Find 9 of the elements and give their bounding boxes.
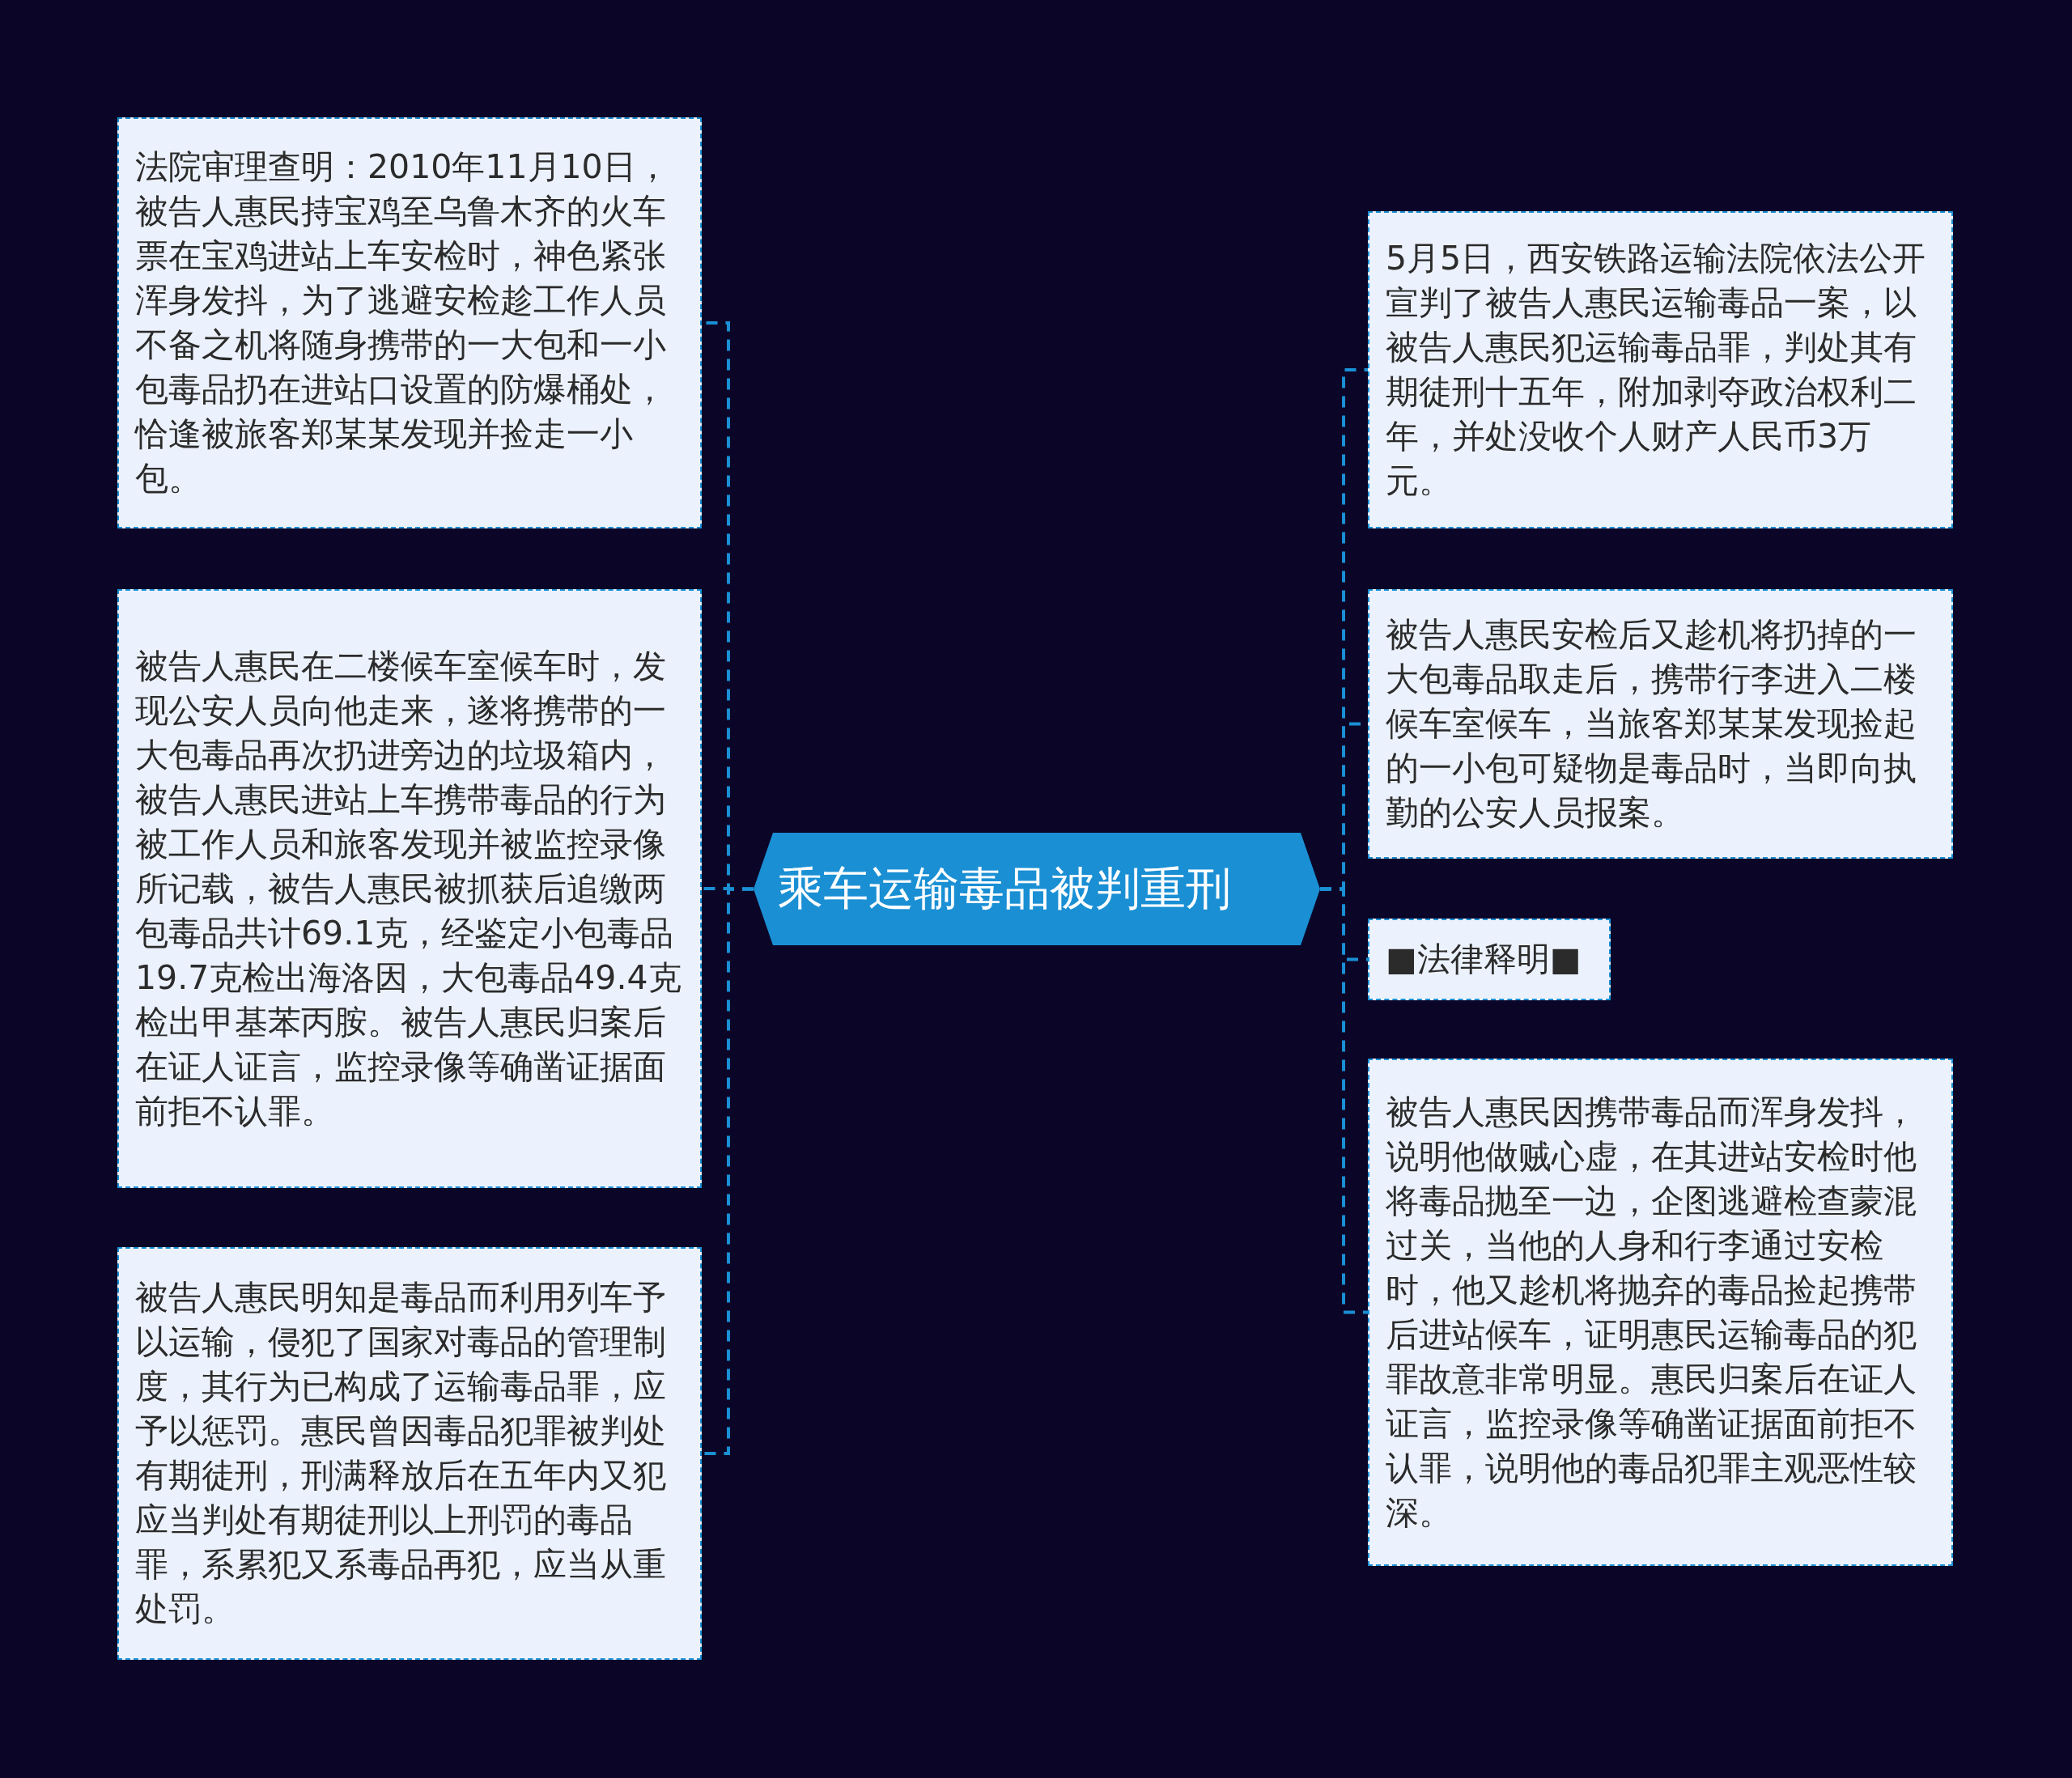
text-box: 5月5日，西安铁路运输法院依法公开宣判了被告人惠民运输毒品一案，以被告人惠民犯运输毒品罪，判处其有期徒刑十五年，附加剥夺政治权利二年，并处没收个人财产人民币3万元。 <box>1368 211 1953 528</box>
text-box: 被告人惠民因携带毒品而浑身发抖，说明他做贼心虚，在其进站安检时他将毒品抛至一边，企图逃避检查蒙混过关，当他的人身和行李通过安检时，他又趁机将抛弃的毒品捡起携带后进站候车，证明惠民运输毒品的犯罪故意非常明显。惠民归案后在证人证言，监控录像等确凿证据面前拒不认罪，说明他的毒品犯罪主观恶性较深。 <box>1368 1059 1953 1566</box>
text-box: ■法律释明■ <box>1368 919 1611 1000</box>
connector-line <box>1320 887 1368 1314</box>
text-box: 被告人惠民在二楼候车室候车时，发现公安人员向他走来，遂将携带的一大包毒品再次扔进旁边的垃圾箱内，被告人惠民进站上车携带毒品的行为被工作人员和旅客发现并被监控录像所记载，被告人惠民被抓获后追缴两包毒品共计69.1克，经鉴定小包毒品19.7克检出海洛因，大包毒品49.4克检出甲基苯丙胺。被告人惠民归案后在证人证言，监控录像等确凿证据面前拒不认罪。 <box>117 589 702 1188</box>
topic-hexagon: 乘车运输毒品被判重刑 <box>754 833 1320 945</box>
text-box: 法院审理查明：2010年11月10日，被告人惠民持宝鸡至乌鲁木齐的火车票在宝鸡进站上车安检时，神色紧张浑身发抖，为了逃避安检趁工作人员不备之机将随身携带的一大包和一小包毒品扔在进站口设置的防爆桶处，恰逢被旅客郑某某发现并捡走一小包。 <box>117 117 702 528</box>
text-box: 被告人惠民明知是毒品而利用列车予以运输，侵犯了国家对毒品的管理制度，其行为已构成了运输毒品罪，应予以惩罚。惠民曾因毒品犯罪被判处有期徒刑，刑满释放后在五年内又犯应当判处有期徒刑以上刑罚的毒品罪，系累犯又系毒品再犯，应当从重处罚。 <box>117 1247 702 1660</box>
text-box: 被告人惠民安检后又趁机将扔掉的一大包毒品取走后，携带行李进入二楼候车室候车，当旅客郑某某发现捡起的一小包可疑物是毒品时，当即向执勤的公安人员报案。 <box>1368 589 1953 859</box>
